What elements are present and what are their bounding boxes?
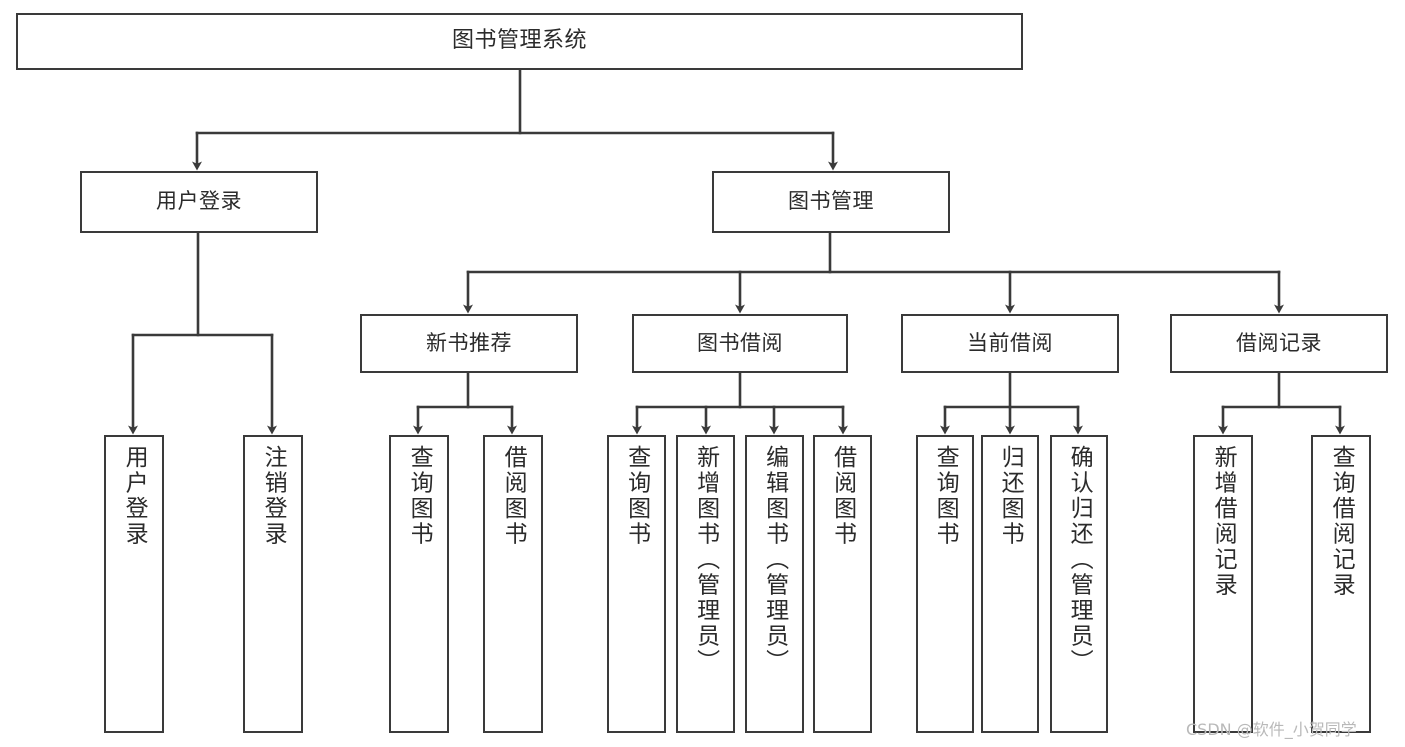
node-root[interactable]: 图书管理系统 [16,13,1023,70]
node-book-manage[interactable]: 图书管理 [712,171,950,233]
leaf-nb-query-book[interactable]: 查询图书 [389,435,449,733]
leaf-bb-borrow-book-label: 借阅图书 [829,445,856,547]
node-user-login-label: 用户登录 [156,189,242,214]
leaf-cb-query-book-label: 查询图书 [932,445,959,547]
node-new-book-recommend-label: 新书推荐 [426,330,512,355]
leaf-cb-return-book-label: 归还图书 [997,445,1024,547]
leaf-user-login-label: 用户登录 [121,445,148,547]
leaf-bb-borrow-book[interactable]: 借阅图书 [813,435,872,733]
leaf-bb-edit-book-admin[interactable]: 编辑图书（管理员） [745,435,804,733]
node-borrow-record[interactable]: 借阅记录 [1170,314,1388,373]
node-root-label: 图书管理系统 [451,28,587,54]
leaf-br-add-record[interactable]: 新增借阅记录 [1193,435,1253,733]
leaf-logout-label: 注销登录 [260,445,287,547]
node-book-borrow-label: 图书借阅 [697,330,783,355]
leaf-bb-query-book-label: 查询图书 [623,445,650,547]
leaf-nb-borrow-book-label: 借阅图书 [500,445,527,547]
leaf-bb-add-book-admin[interactable]: 新增图书（管理员） [676,435,735,733]
leaf-bb-add-book-admin-label: 新增图书（管理员） [692,445,719,675]
leaf-nb-borrow-book[interactable]: 借阅图书 [483,435,543,733]
node-borrow-record-label: 借阅记录 [1236,330,1322,355]
leaf-br-add-record-label: 新增借阅记录 [1210,445,1237,598]
leaf-cb-confirm-return-admin-label: 确认归还（管理员） [1066,445,1093,675]
leaf-cb-confirm-return-admin[interactable]: 确认归还（管理员） [1050,435,1108,733]
leaf-bb-edit-book-admin-label: 编辑图书（管理员） [761,445,788,675]
node-new-book-recommend[interactable]: 新书推荐 [360,314,578,373]
watermark: CSDN @软件_小贺同学 [1186,720,1357,739]
leaf-bb-query-book[interactable]: 查询图书 [607,435,666,733]
node-book-manage-label: 图书管理 [788,189,874,214]
leaf-br-query-record[interactable]: 查询借阅记录 [1311,435,1371,733]
leaf-br-query-record-label: 查询借阅记录 [1328,445,1355,598]
leaf-logout[interactable]: 注销登录 [243,435,303,733]
leaf-user-login[interactable]: 用户登录 [104,435,164,733]
leaf-cb-query-book[interactable]: 查询图书 [916,435,974,733]
leaf-nb-query-book-label: 查询图书 [406,445,433,547]
node-current-borrow[interactable]: 当前借阅 [901,314,1119,373]
leaf-cb-return-book[interactable]: 归还图书 [981,435,1039,733]
node-user-login[interactable]: 用户登录 [80,171,318,233]
node-book-borrow[interactable]: 图书借阅 [632,314,848,373]
node-current-borrow-label: 当前借阅 [967,330,1053,355]
